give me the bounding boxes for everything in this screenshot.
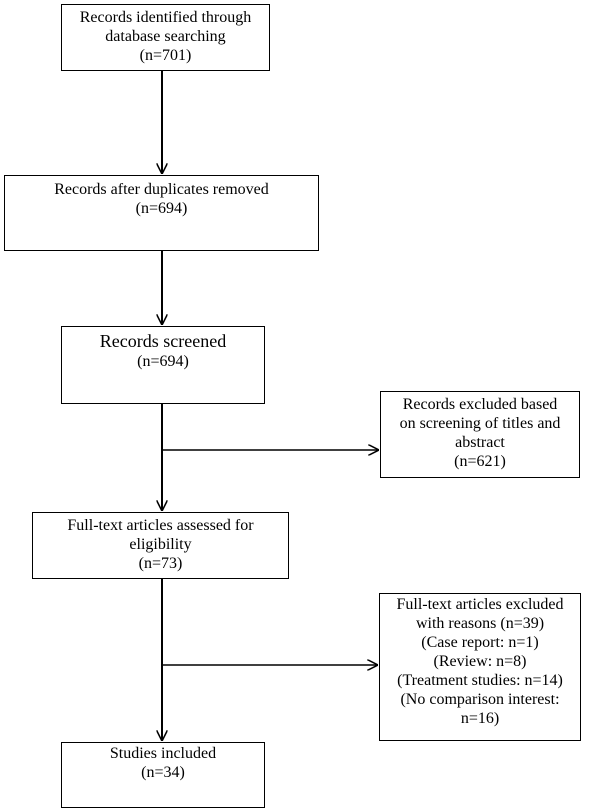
full-text-assessed-line-1: Full-text articles assessed for	[67, 517, 254, 534]
studies-included-count: (n=34)	[141, 764, 185, 781]
full-text-excluded-line-1: Full-text articles excluded	[396, 596, 564, 613]
duplicates-removed-count: (n=694)	[135, 200, 188, 217]
full-text-excluded-no-comparison-count: n=16)	[460, 710, 500, 727]
records-screened-count: (n=694)	[137, 353, 189, 370]
full-text-assessed-line-2: eligibility	[129, 536, 192, 553]
full-text-excluded-treatment: (Treatment studies: n=14)	[397, 672, 563, 689]
records-excluded-line-2: on screening of titles and	[399, 415, 561, 432]
full-text-excluded-review: (Review: n=8)	[433, 653, 527, 670]
records-screened-box: Records screened (n=694)	[61, 326, 265, 404]
records-excluded-line-3: abstract	[455, 434, 505, 451]
records-identified-line-2: database searching	[105, 28, 226, 45]
records-identified-line-1: Records identified through	[79, 9, 252, 26]
full-text-assessed-box: Full-text articles assessed for eligibil…	[32, 512, 289, 579]
full-text-excluded-line-2: with reasons (n=39)	[415, 615, 545, 632]
full-text-assessed-count: (n=73)	[138, 555, 183, 572]
records-identified-count: (n=701)	[139, 47, 192, 64]
full-text-excluded-no-comparison: (No comparison interest:	[400, 691, 560, 708]
full-text-excluded-box: Full-text articles excluded with reasons…	[379, 593, 581, 741]
records-excluded-box: Records excluded based on screening of t…	[380, 391, 580, 478]
records-excluded-count: (n=621)	[454, 453, 506, 470]
records-identified-box: Records identified through database sear…	[61, 4, 270, 71]
studies-included-box: Studies included (n=34)	[61, 742, 265, 808]
duplicates-removed-box: Records after duplicates removed (n=694)	[4, 175, 319, 251]
records-screened-label: Records screened	[99, 331, 227, 351]
full-text-excluded-case-report: (Case report: n=1)	[421, 634, 539, 651]
records-excluded-line-1: Records excluded based	[402, 396, 558, 413]
duplicates-removed-label: Records after duplicates removed	[54, 181, 269, 198]
studies-included-label: Studies included	[109, 745, 217, 762]
